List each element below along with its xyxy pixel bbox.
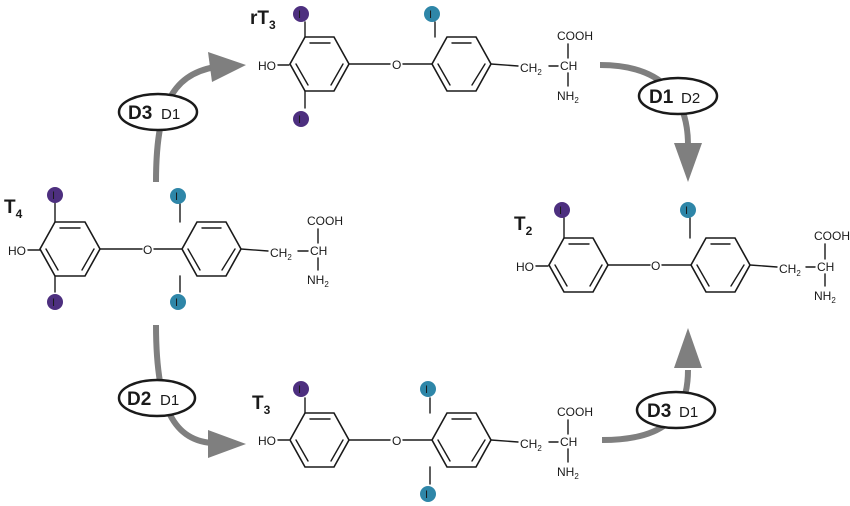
arrowhead-t2-top <box>674 143 702 182</box>
outer-ring <box>431 36 492 92</box>
iodine-label: I <box>298 114 301 126</box>
methylene-label: CH2 <box>779 262 801 278</box>
arrowhead-t3 <box>208 430 246 458</box>
iodine-label: I <box>298 9 301 21</box>
enzyme-secondary-label: D1 <box>160 392 179 409</box>
enzyme-primary-label: D3 <box>128 103 152 124</box>
iodine-label: I <box>175 297 178 309</box>
iodine-label: I <box>429 9 432 21</box>
alpha-carbon-label: CH <box>817 260 834 274</box>
hydroxyl-label: HO <box>258 434 276 448</box>
iodine-atom-teal <box>170 294 186 310</box>
amine-label: NH2 <box>557 89 579 105</box>
carboxyl-label: COOH <box>814 229 850 243</box>
carboxyl-label: COOH <box>557 29 593 43</box>
iodine-label: I <box>685 205 688 217</box>
outer-ring <box>431 412 492 468</box>
iodine-atom-purple <box>554 202 570 218</box>
alpha-carbon-label: CH <box>560 435 577 449</box>
molecule-rt3: rT3 HO I I O I CH2 CH COOH NH2 <box>250 6 593 127</box>
molecule-label: T4 <box>4 197 23 221</box>
iodine-atom-teal <box>424 6 440 22</box>
enzyme-secondary-label: D2 <box>681 90 700 107</box>
amine-label: NH2 <box>307 273 329 289</box>
arrowhead-t2-bottom <box>674 328 702 368</box>
enzyme-badge-t3-t2: D3 D1 <box>635 390 717 430</box>
molecule-label: T2 <box>514 214 533 238</box>
molecule-t2: T2 HO I O I CH2 CH COOH NH2 <box>514 202 850 305</box>
ether-oxygen-label: O <box>392 58 401 72</box>
iodine-label: I <box>52 190 55 202</box>
molecule-t3: T3 HO I O I I CH2 CH COOH NH2 <box>252 381 593 502</box>
inner-ring <box>39 221 101 277</box>
methylene-label: CH2 <box>270 246 292 262</box>
molecule-label: T3 <box>252 393 271 417</box>
enzyme-primary-label: D3 <box>647 401 671 422</box>
enzyme-secondary-label: D1 <box>161 106 180 123</box>
iodine-label: I <box>52 297 55 309</box>
outer-ring <box>181 221 242 277</box>
amine-label: NH2 <box>814 289 836 305</box>
enzyme-badge-rt3-t2: D1 D2 <box>637 76 719 116</box>
enzyme-primary-label: D1 <box>649 87 674 108</box>
iodine-atom-purple <box>47 294 63 310</box>
hydroxyl-label: HO <box>516 260 534 274</box>
molecule-label: rT3 <box>250 8 276 32</box>
ether-oxygen-label: O <box>651 259 660 273</box>
iodine-label: I <box>298 384 301 396</box>
iodine-label: I <box>559 205 562 217</box>
inner-ring <box>548 237 609 293</box>
iodine-label: I <box>425 384 428 396</box>
arrowhead-rt3 <box>208 52 246 82</box>
ether-oxygen-label: O <box>392 434 401 448</box>
iodine-atom-purple <box>293 381 309 397</box>
hydroxyl-label: HO <box>258 59 276 73</box>
iodine-atom-purple <box>293 111 309 127</box>
alpha-carbon-label: CH <box>310 244 327 258</box>
amine-label: NH2 <box>557 465 579 481</box>
inner-ring <box>289 36 350 92</box>
carboxyl-label: COOH <box>307 214 343 228</box>
enzyme-badge-t4-t3: D2 D1 <box>117 378 197 418</box>
ether-oxygen-label: O <box>143 243 152 257</box>
enzyme-badge-t4-rt3: D3 D1 <box>117 92 199 132</box>
methylene-label: CH2 <box>520 437 542 453</box>
iodine-label: I <box>425 489 428 501</box>
inner-ring <box>289 412 350 468</box>
hydroxyl-label: HO <box>8 244 26 258</box>
carboxyl-label: COOH <box>557 405 593 419</box>
enzyme-secondary-label: D1 <box>679 404 698 421</box>
outer-ring <box>690 237 751 293</box>
molecule-t4: T4 HO I I O I I CH2 CH COOH NH2 <box>4 187 343 310</box>
alpha-carbon-label: CH <box>560 59 577 73</box>
iodine-atom-teal <box>170 188 186 204</box>
iodine-atom-teal <box>420 486 436 502</box>
enzyme-primary-label: D2 <box>127 389 151 410</box>
iodine-atom-purple <box>293 6 309 22</box>
iodine-atom-teal <box>420 381 436 397</box>
methylene-label: CH2 <box>520 61 542 77</box>
iodine-label: I <box>175 191 178 203</box>
iodine-atom-teal <box>680 202 696 218</box>
iodine-atom-purple <box>47 187 63 203</box>
